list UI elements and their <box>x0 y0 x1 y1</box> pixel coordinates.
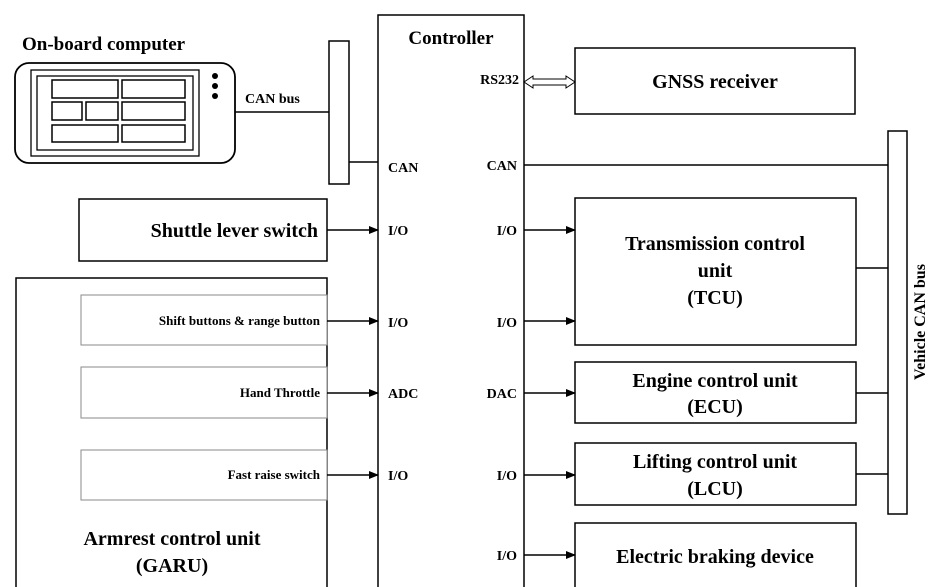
rs232-port: RS232 <box>480 73 519 88</box>
shift-buttons-box <box>80 294 328 346</box>
vehicle-can-bus-bar <box>887 130 908 515</box>
fast-raise-box <box>80 449 328 501</box>
shift-buttons-label: Shift buttons & range button <box>159 313 321 328</box>
lcu-label-line1: Lifting control unit <box>633 451 797 473</box>
electric-braking-label: Electric braking device <box>616 546 814 568</box>
controller-title: Controller <box>408 28 494 49</box>
port-left-can: CAN <box>388 161 418 176</box>
armrest-title-line2: (GARU) <box>136 555 208 577</box>
vehicle-can-bus-label: Vehicle CAN bus <box>912 264 929 380</box>
ecu-label-line2: (ECU) <box>687 396 743 418</box>
onboard-computer-icon <box>14 62 236 164</box>
gnss-receiver-label: GNSS receiver <box>652 71 778 93</box>
shuttle-lever-box <box>78 198 328 262</box>
port-left-io-shuttle: I/O <box>388 224 408 239</box>
armrest-title-line1: Armrest control unit <box>83 528 260 550</box>
hand-throttle-box <box>80 366 328 419</box>
electric-braking-box <box>574 522 857 587</box>
local-can-bus-bar <box>328 40 350 185</box>
tcu-label-line2: unit <box>698 260 733 282</box>
lcu-label-line2: (LCU) <box>687 478 743 500</box>
rs232-double-arrow <box>523 75 576 89</box>
ecu-box <box>574 361 857 424</box>
shuttle-lever-label: Shuttle lever switch <box>151 220 318 242</box>
tcu-label-line3: (TCU) <box>687 287 743 309</box>
fast-raise-label: Fast raise switch <box>228 467 321 482</box>
controller-box <box>377 14 525 587</box>
ecu-label-line1: Engine control unit <box>632 370 798 392</box>
port-right-io-4: I/O <box>497 549 517 564</box>
port-left-io-shift: I/O <box>388 316 408 331</box>
port-right-dac: DAC <box>487 387 517 402</box>
port-left-io-raise: I/O <box>388 469 408 484</box>
gnss-receiver-box <box>574 47 856 115</box>
tcu-label-line1: Transmission control <box>625 233 805 255</box>
port-right-can: CAN <box>487 159 517 174</box>
can-bus-label: CAN bus <box>245 92 300 107</box>
onboard-computer-title: On-board computer <box>22 34 186 55</box>
lcu-box <box>574 442 857 506</box>
port-right-io-2: I/O <box>497 316 517 331</box>
port-left-adc: ADC <box>388 387 418 402</box>
port-right-io-3: I/O <box>497 469 517 484</box>
tcu-box <box>574 197 857 346</box>
hand-throttle-label: Hand Throttle <box>240 385 320 400</box>
port-right-io-1: I/O <box>497 224 517 239</box>
